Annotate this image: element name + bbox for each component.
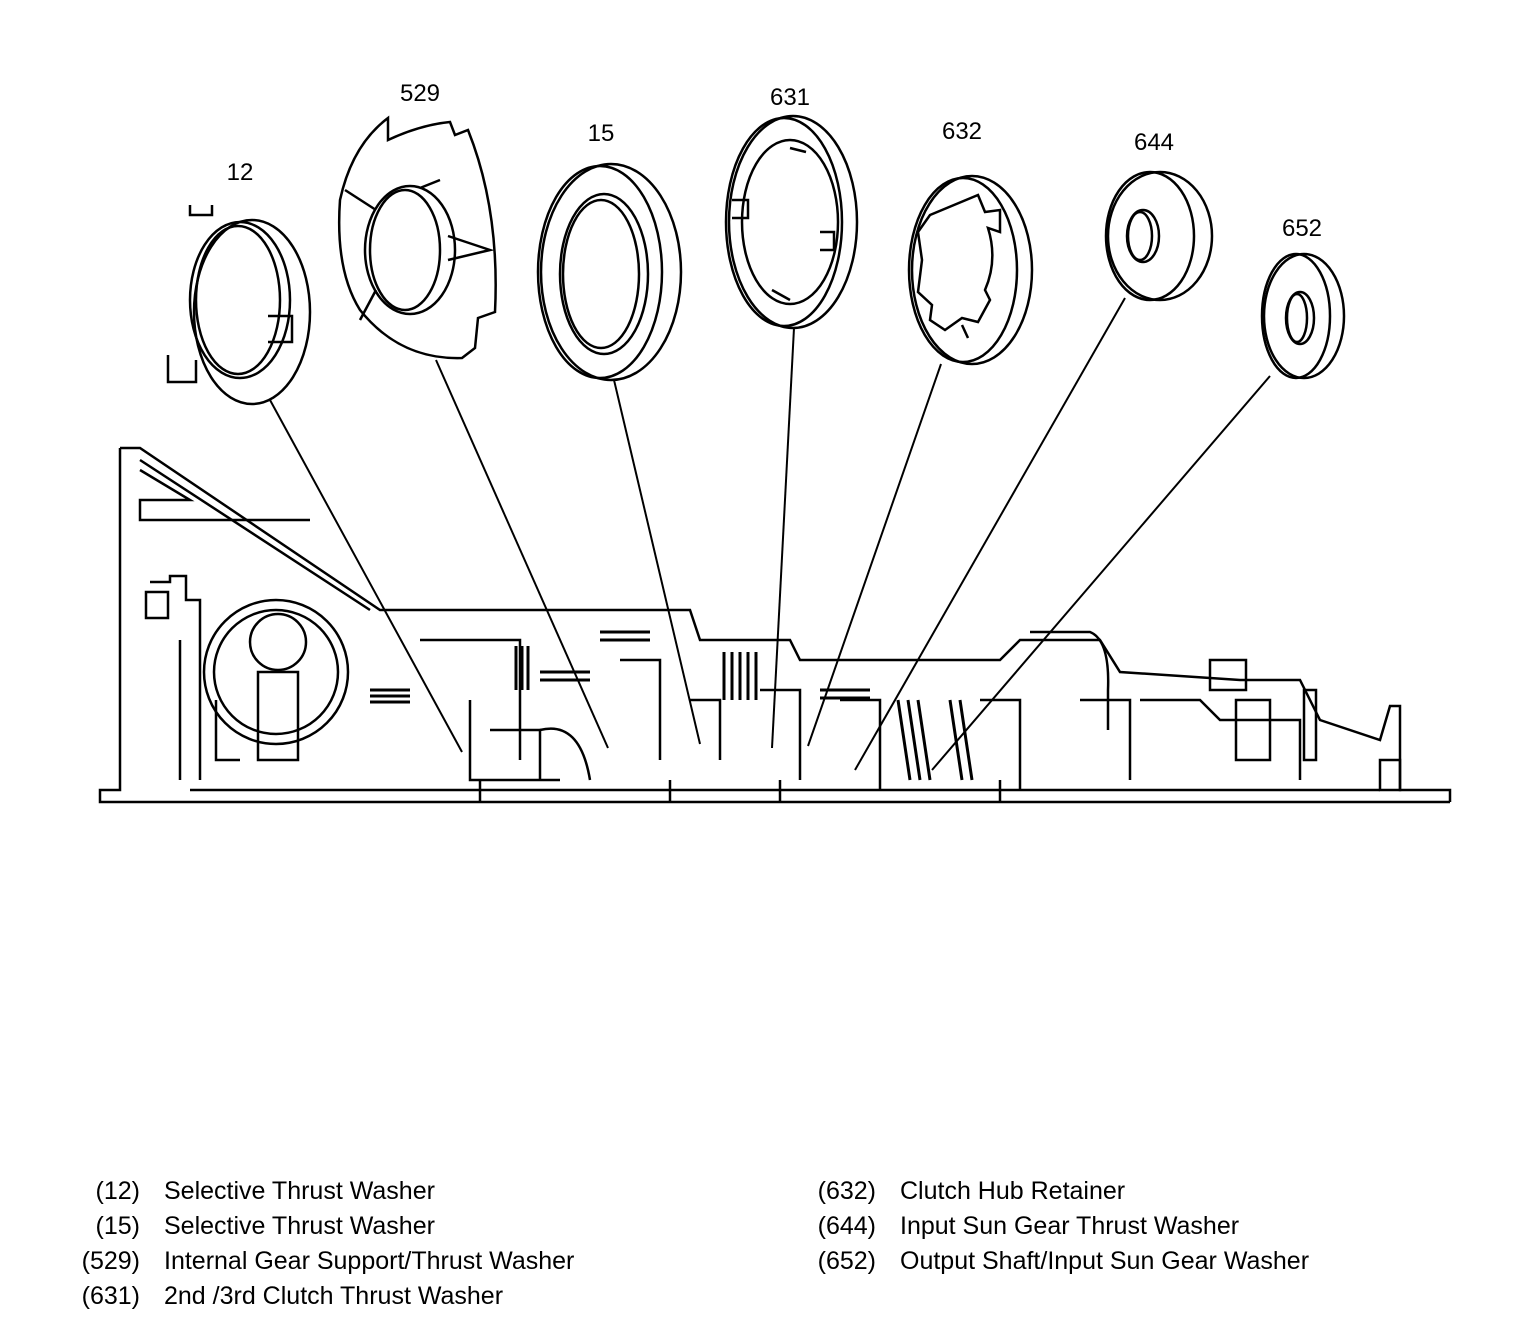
- legend-item: (632) Clutch Hub Retainer: [790, 1174, 1309, 1209]
- leader-lines: [269, 297, 1271, 771]
- legend-item-number: (644): [817, 1212, 876, 1240]
- washer-631: [724, 114, 859, 330]
- legend-item: (644) Input Sun Gear Thrust Washer: [790, 1209, 1309, 1244]
- legend-item: (12) Selective Thrust Washer: [54, 1174, 574, 1209]
- legend-item-description: Input Sun Gear Thrust Washer: [900, 1212, 1240, 1240]
- legend-item: (631) 2nd /3rd Clutch Thrust Washer: [54, 1279, 574, 1314]
- legend-item-description: Clutch Hub Retainer: [900, 1177, 1126, 1205]
- part-label-644: 644: [1134, 129, 1174, 156]
- legend-item-number: (652): [817, 1247, 876, 1275]
- transmission-cross-section: [98, 446, 1452, 804]
- part-label-632: 632: [942, 118, 982, 145]
- legend-item: (529) Internal Gear Support/Thrust Washe…: [54, 1244, 575, 1279]
- washer-644: [1104, 170, 1214, 302]
- legend-right-column: (632) Clutch Hub Retainer (644) Input Su…: [790, 1174, 1309, 1279]
- part-label-15: 15: [588, 120, 615, 147]
- washer-12: [166, 205, 312, 406]
- part-label-631: 631: [770, 84, 810, 111]
- part-label-652: 652: [1282, 215, 1322, 242]
- legend-item-description: Output Shaft/Input Sun Gear Washer: [900, 1247, 1310, 1275]
- clutch-packs: [370, 630, 974, 781]
- washer-632: [907, 174, 1034, 366]
- washer-529: [337, 115, 497, 360]
- legend-item-description: Selective Thrust Washer: [164, 1177, 435, 1205]
- legend-item-number: (15): [95, 1212, 140, 1240]
- part-label-12: 12: [227, 159, 254, 186]
- legend-item: (15) Selective Thrust Washer: [54, 1209, 574, 1244]
- legend-item-number: (632): [817, 1177, 876, 1205]
- legend-item-description: Internal Gear Support/Thrust Washer: [164, 1247, 575, 1275]
- legend-item: (652) Output Shaft/Input Sun Gear Washer: [790, 1244, 1309, 1279]
- part-label-529: 529: [400, 80, 440, 107]
- legend-item-number: (631): [81, 1282, 140, 1310]
- legend-item-number: (529): [81, 1247, 140, 1275]
- legend-item-number: (12): [95, 1177, 140, 1205]
- washer-652: [1260, 252, 1346, 380]
- legend-item-description: 2nd /3rd Clutch Thrust Washer: [164, 1282, 504, 1310]
- legend-item-description: Selective Thrust Washer: [164, 1212, 435, 1240]
- legend-left-column: (12) Selective Thrust Washer (15) Select…: [54, 1174, 575, 1314]
- washer-15: [536, 162, 683, 382]
